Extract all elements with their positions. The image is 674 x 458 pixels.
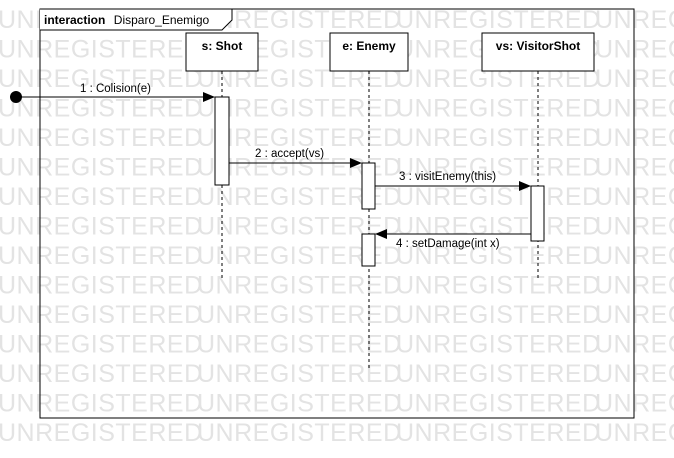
watermark-text: UNREGISTERED bbox=[396, 242, 601, 270]
watermark-text: UNREGISTERED bbox=[0, 36, 203, 64]
watermark-text: UNREGISTERED bbox=[0, 213, 203, 241]
watermark-text: UNREGISTERED bbox=[0, 95, 203, 123]
watermark-text: UNREGISTERED bbox=[396, 272, 601, 300]
watermark-text: UNREGISTERED bbox=[396, 124, 601, 152]
watermark-text: UNREGISTERED bbox=[396, 390, 601, 418]
activation-bar-enemy bbox=[361, 162, 376, 210]
message-accept[interactable]: 2 : accept(vs) bbox=[229, 148, 362, 168]
watermark-text: UNREGISTERED bbox=[197, 360, 402, 388]
watermark-text: UNREGISTERED bbox=[0, 419, 203, 447]
lifeline-label: e: Enemy bbox=[342, 39, 396, 53]
watermark-text: UNREGISTERED bbox=[396, 95, 601, 123]
lifeline-head[interactable] bbox=[481, 32, 595, 72]
watermark-text: UNREGISTERED bbox=[0, 301, 203, 329]
watermark-text: UNREGISTERED bbox=[396, 183, 601, 211]
watermark-text: UNREGISTERED bbox=[197, 390, 402, 418]
frame-border bbox=[39, 8, 635, 419]
watermark-text: UNREGISTERED bbox=[0, 360, 203, 388]
message-setdamage[interactable]: 4 : setDamage(int x) bbox=[375, 229, 531, 250]
message-visitenemy[interactable]: 3 : visitEnemy(this) bbox=[375, 171, 531, 191]
frame-tab bbox=[40, 8, 233, 31]
arrowhead-icon bbox=[375, 229, 387, 239]
arrowhead-icon bbox=[350, 158, 362, 168]
watermark-text: UNREGISTERED bbox=[0, 183, 203, 211]
arrowhead-icon bbox=[203, 92, 215, 102]
activation-bar-shot bbox=[214, 96, 230, 186]
watermark-text: UNREGISTERED bbox=[0, 390, 203, 418]
watermark-text: UNREGISTERED bbox=[197, 272, 402, 300]
lifeline-head[interactable] bbox=[185, 32, 259, 72]
watermark-text: UNREGISTERED bbox=[396, 154, 601, 182]
watermark-text: UNREGISTERED bbox=[197, 95, 402, 123]
lifeline-visitorshot[interactable]: vs: VisitorShot bbox=[481, 32, 595, 280]
watermark-text: UNREGISTERED bbox=[0, 242, 203, 270]
activation-bar-visitorshot bbox=[530, 185, 545, 242]
message-label: 1 : Colision(e) bbox=[80, 83, 151, 95]
watermark-text: UNREGISTERED bbox=[396, 360, 601, 388]
watermark-text: UNREGISTERED bbox=[595, 419, 674, 447]
watermark-text: UNREGISTERED bbox=[197, 124, 402, 152]
message-colision[interactable]: 1 : Colision(e) bbox=[10, 83, 215, 103]
lifeline-label: s: Shot bbox=[202, 39, 243, 53]
watermark-text: UNREGISTERED bbox=[0, 124, 203, 152]
watermark-text: UNREGISTERED bbox=[197, 301, 402, 329]
message-label: 4 : setDamage(int x) bbox=[396, 238, 500, 250]
watermark-text: UNREGISTERED bbox=[0, 331, 203, 359]
frame-keyword: interaction bbox=[44, 13, 105, 27]
lifeline-head[interactable] bbox=[329, 32, 409, 72]
watermark-text: UNREGISTERED bbox=[396, 419, 601, 447]
frame-title: interaction Disparo_Enemigo bbox=[44, 11, 210, 28]
watermark-text: UNREGISTERED bbox=[197, 331, 402, 359]
watermark-text: UNREGISTERED bbox=[0, 154, 203, 182]
watermark: UNREGISTEREDUNREGISTEREDUNREGISTEREDUNRE… bbox=[0, 6, 674, 447]
interaction-frame: interaction Disparo_Enemigo bbox=[39, 8, 635, 419]
arrowhead-icon bbox=[519, 181, 531, 191]
watermark-text: UNREGISTERED bbox=[396, 331, 601, 359]
watermark-text: UNREGISTERED bbox=[396, 301, 601, 329]
lifeline-enemy[interactable]: e: Enemy bbox=[329, 32, 409, 370]
watermark-text: UNREGISTERED bbox=[396, 213, 601, 241]
watermark-text: UNREGISTERED bbox=[197, 419, 402, 447]
watermark-text: UNREGISTERED bbox=[0, 272, 203, 300]
watermark-text: UNREGISTERED bbox=[396, 6, 601, 34]
activation-bar-enemy-2 bbox=[361, 233, 376, 267]
watermark-text: UNREGISTERED bbox=[0, 65, 203, 93]
message-label: 3 : visitEnemy(this) bbox=[399, 171, 496, 183]
frame-name: Disparo_Enemigo bbox=[114, 13, 210, 27]
lifeline-label: vs: VisitorShot bbox=[496, 39, 580, 53]
message-label: 2 : accept(vs) bbox=[255, 148, 324, 160]
